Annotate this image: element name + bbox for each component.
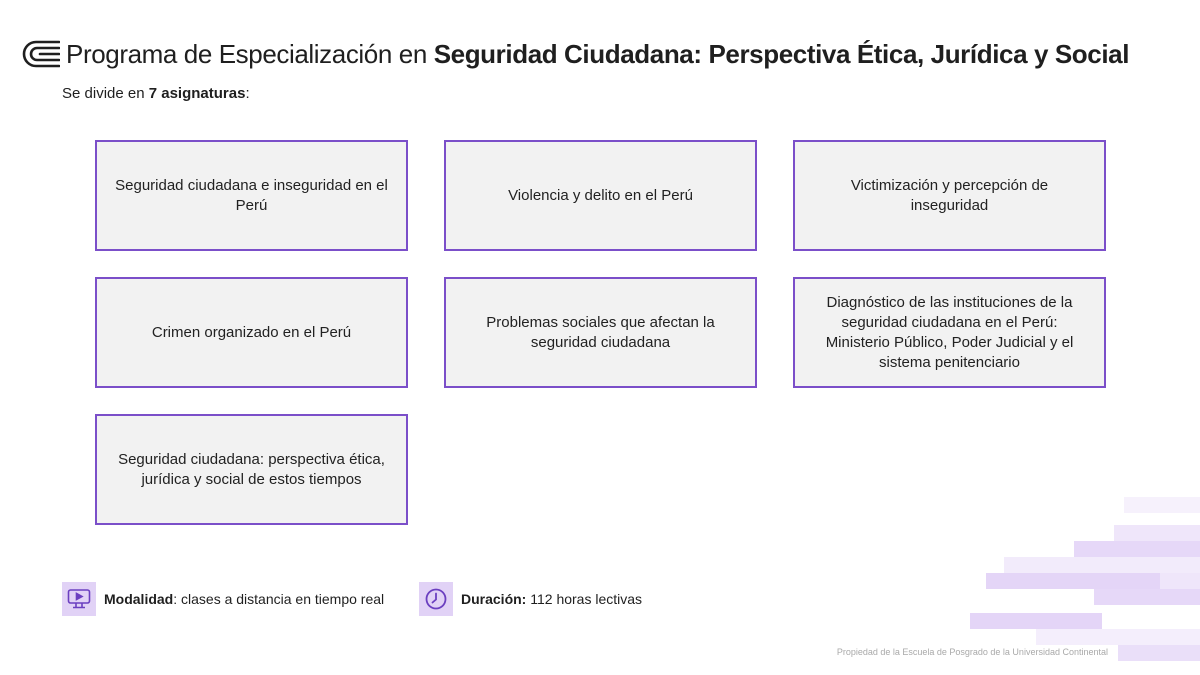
subject-card: Seguridad ciudadana e inseguridad en el … — [95, 140, 408, 251]
modalidad-info: Modalidad: clases a distancia en tiempo … — [62, 581, 384, 617]
continental-logo-icon — [22, 40, 60, 68]
decorative-bar — [1118, 645, 1200, 661]
subject-label: Crimen organizado en el Perú — [151, 323, 352, 341]
subject-label: Diagnóstico de las instituciones de la s… — [825, 293, 1074, 371]
video-screen-icon — [62, 582, 96, 616]
duracion-info: Duración: 112 horas lectivas — [419, 581, 642, 617]
subject-card: Seguridad ciudadana: perspectiva ética, … — [95, 414, 408, 525]
clock-icon — [419, 582, 453, 616]
decorative-bar — [1074, 541, 1200, 557]
decorative-bar — [1160, 573, 1200, 589]
subjects-intro: Se divide en 7 asignaturas: — [62, 85, 250, 102]
decorative-bar — [1124, 497, 1200, 513]
subject-card: Diagnóstico de las instituciones de la s… — [793, 277, 1106, 388]
subject-label: Victimización y percepción de insegurida… — [850, 176, 1049, 214]
subject-card: Victimización y percepción de insegurida… — [793, 140, 1106, 251]
subject-label: Seguridad ciudadana e inseguridad en el … — [115, 176, 388, 214]
decorative-bar — [1004, 557, 1200, 573]
subject-label: Problemas sociales que afectan la seguri… — [486, 313, 715, 351]
subject-card: Violencia y delito en el Perú — [444, 140, 757, 251]
page-title: Programa de Especialización en Seguridad… — [66, 38, 1130, 69]
decorative-bar — [1094, 589, 1200, 605]
decorative-bar — [1036, 629, 1200, 645]
subjects-grid: Seguridad ciudadana e inseguridad en el … — [95, 140, 1106, 525]
decorative-bar — [970, 613, 1102, 629]
subject-label: Seguridad ciudadana: perspectiva ética, … — [118, 450, 385, 488]
decorative-bar — [986, 573, 1160, 589]
duracion-text: Duración: 112 horas lectivas — [461, 591, 643, 607]
decorative-bar — [1114, 525, 1200, 541]
ownership-credit: Propiedad de la Escuela de Posgrado de l… — [836, 647, 1108, 657]
subject-card: Crimen organizado en el Perú — [95, 277, 408, 388]
subject-label: Violencia y delito en el Perú — [508, 186, 693, 204]
page-header: Programa de Especialización en Seguridad… — [22, 38, 1129, 70]
subject-card: Problemas sociales que afectan la seguri… — [444, 277, 757, 388]
modalidad-text: Modalidad: clases a distancia en tiempo … — [104, 591, 385, 607]
